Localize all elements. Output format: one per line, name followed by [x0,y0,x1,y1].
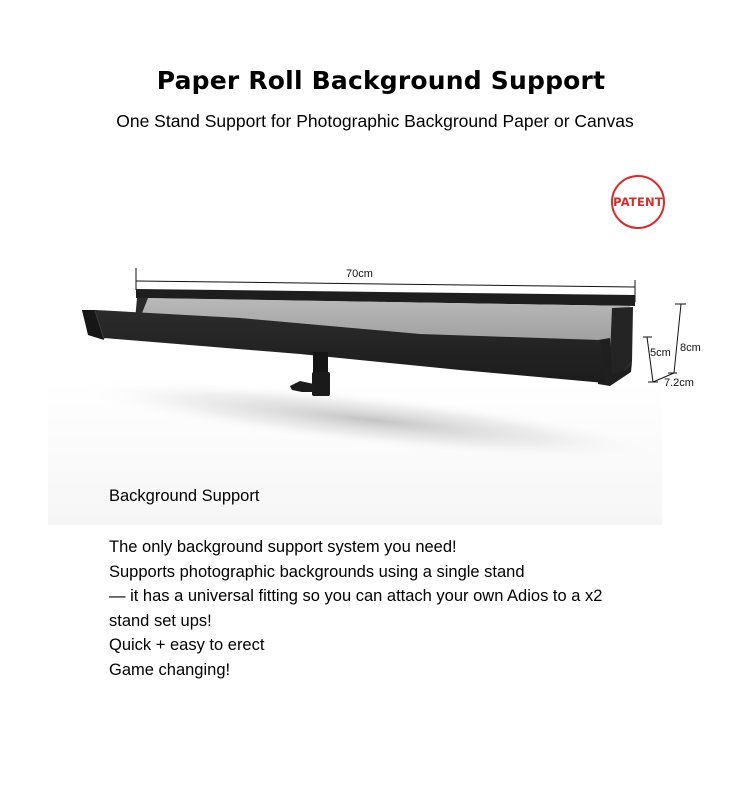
feature-line: — it has a universal fitting so you can … [109,587,603,605]
page-title: Paper Roll Background Support [156,66,606,95]
patent-badge-label: PATENT [613,195,663,209]
back-rim [136,289,635,306]
page-subtitle: One Stand Support for Photographic Backg… [116,111,634,131]
feature-line: The only background support system you n… [109,538,457,556]
dimension-height-label: 8cm [680,342,701,354]
product-image [48,268,686,525]
stand-spigot [290,352,330,396]
patent-badge: PATENT [611,175,665,229]
dimension-length-label: 70cm [346,268,373,280]
dimension-width-label: 7.2cm [664,377,694,389]
section-label: Background Support [109,487,260,505]
feature-line: Quick + easy to erect [109,636,265,654]
dimension-depth-label: 5cm [650,347,671,359]
front-wall [82,310,605,383]
feature-line: Supports photographic backgrounds using … [109,562,525,581]
feature-line: Game changing! [109,660,231,679]
right-end [609,307,633,380]
product-shadow [72,379,669,461]
feature-line: stand set ups! [109,611,212,630]
dimension-side [643,303,686,383]
feature-list: The only background support system you n… [109,535,602,682]
